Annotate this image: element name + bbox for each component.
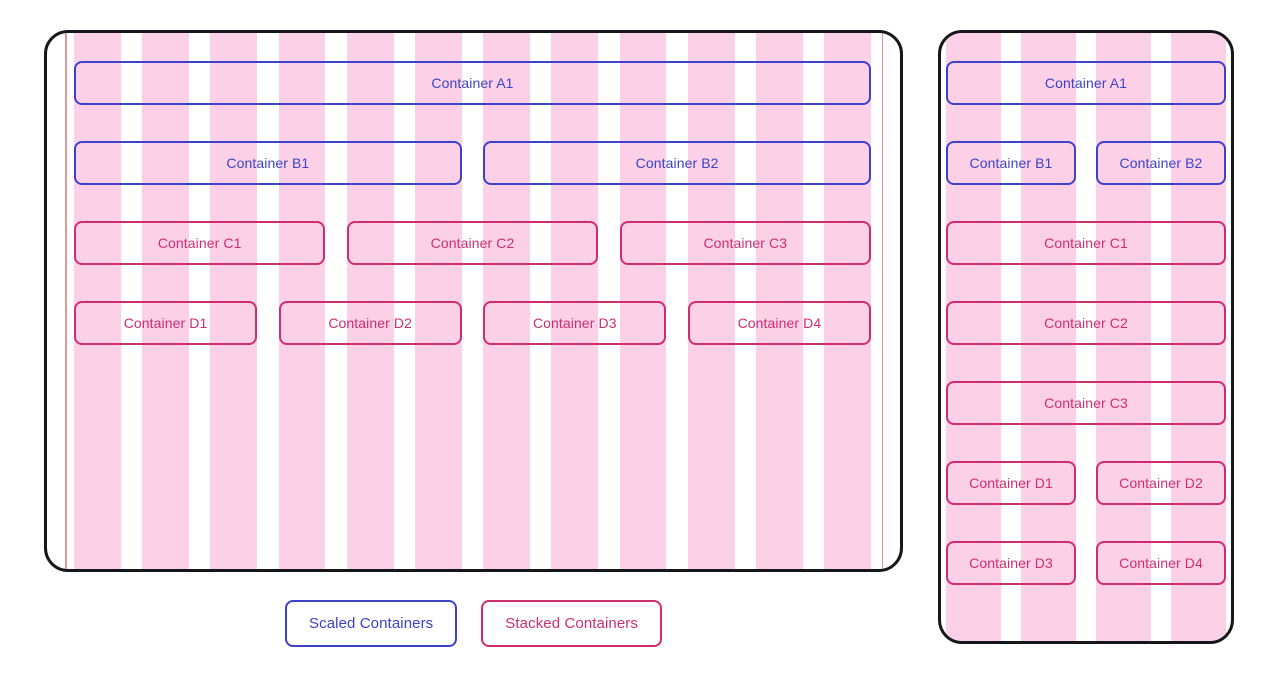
scaled-container-b1: Container B1 bbox=[74, 141, 462, 185]
stacked-container-c3: Container C3 bbox=[946, 381, 1226, 425]
stacked-container-c1: Container C1 bbox=[946, 221, 1226, 265]
scaled-container-a1: Container A1 bbox=[74, 61, 871, 105]
legend-scaled-containers: Scaled Containers bbox=[285, 600, 458, 647]
column-stripe bbox=[1096, 33, 1151, 641]
viewport-edge-line-right bbox=[881, 33, 883, 569]
scaled-container-c3: Container C3 bbox=[619, 221, 871, 265]
scaled-containers-frame: Container A1 Container B1 Container B2 C… bbox=[44, 30, 903, 572]
legend-stacked-containers: Stacked Containers bbox=[481, 600, 662, 647]
scaled-container-d1: Container D1 bbox=[74, 301, 258, 345]
stacked-container-d3: Container D3 bbox=[946, 541, 1076, 585]
scaled-container-d4: Container D4 bbox=[687, 301, 871, 345]
stacked-container-d2: Container D2 bbox=[1096, 461, 1226, 505]
scaled-container-d2: Container D2 bbox=[278, 301, 462, 345]
column-stripes-narrow bbox=[946, 33, 1226, 641]
scaled-container-c2: Container C2 bbox=[346, 221, 599, 265]
containers-grid-wide: Container A1 Container B1 Container B2 C… bbox=[74, 61, 871, 345]
stacked-container-b2: Container B2 bbox=[1096, 141, 1226, 185]
column-stripe bbox=[946, 33, 1001, 641]
scaled-container-d3: Container D3 bbox=[483, 301, 667, 345]
stacked-containers-frame: Container A1 Container B1 Container B2 C… bbox=[938, 30, 1234, 644]
stacked-container-b1: Container B1 bbox=[946, 141, 1076, 185]
scaled-container-b2: Container B2 bbox=[483, 141, 871, 185]
stacked-container-d1: Container D1 bbox=[946, 461, 1076, 505]
containers-grid-narrow: Container A1 Container B1 Container B2 C… bbox=[946, 61, 1226, 585]
column-stripe bbox=[1171, 33, 1226, 641]
stacked-container-d4: Container D4 bbox=[1096, 541, 1226, 585]
legend: Scaled Containers Stacked Containers bbox=[44, 600, 903, 647]
column-stripe bbox=[1021, 33, 1076, 641]
viewport-edge-line-left bbox=[65, 33, 67, 569]
stacked-container-a1: Container A1 bbox=[946, 61, 1226, 105]
scaled-container-c1: Container C1 bbox=[74, 221, 326, 265]
stacked-container-c2: Container C2 bbox=[946, 301, 1226, 345]
